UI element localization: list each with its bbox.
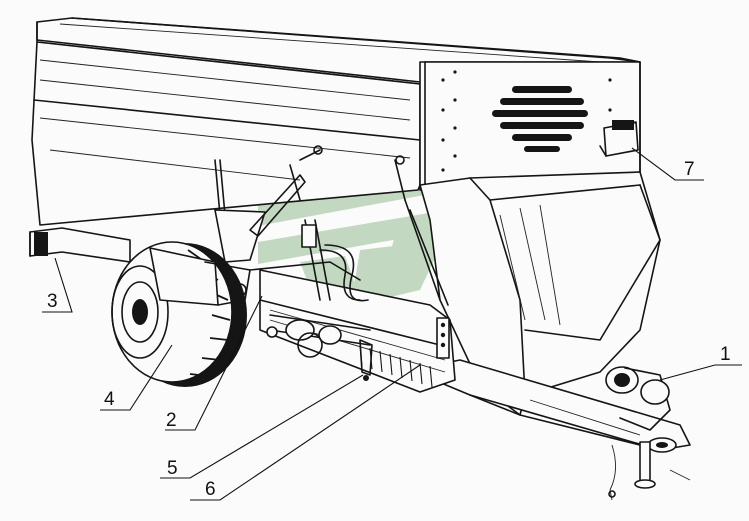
drive-beam-part-6 [259, 269, 456, 393]
latch-box-part-7 [599, 120, 639, 157]
callout-4: 4 [100, 344, 173, 411]
svg-text:4: 4 [104, 389, 115, 410]
chassis-frame [29, 227, 691, 451]
front-shroud [419, 171, 661, 416]
svg-text:2: 2 [166, 410, 177, 431]
svg-text:5: 5 [167, 458, 178, 479]
callout-6: 6 [190, 364, 421, 501]
callout-2: 2 [165, 295, 263, 431]
vent-grille [492, 86, 588, 152]
svg-text:1: 1 [720, 344, 731, 365]
hitch-part-1 [605, 366, 691, 501]
wheel-part-4 [111, 241, 251, 387]
callout-1: 1 [659, 344, 742, 381]
linkage-part-2 [214, 145, 449, 338]
callout-5: 5 [160, 374, 364, 479]
rivets [441, 70, 612, 172]
svg-text:3: 3 [47, 291, 58, 312]
cardan-shaft-part-5 [269, 314, 373, 381]
callout-3: 3 [42, 257, 73, 313]
callout-7: 7 [631, 147, 704, 181]
svg-text:7: 7 [684, 159, 695, 180]
svg-text:6: 6 [205, 479, 216, 500]
